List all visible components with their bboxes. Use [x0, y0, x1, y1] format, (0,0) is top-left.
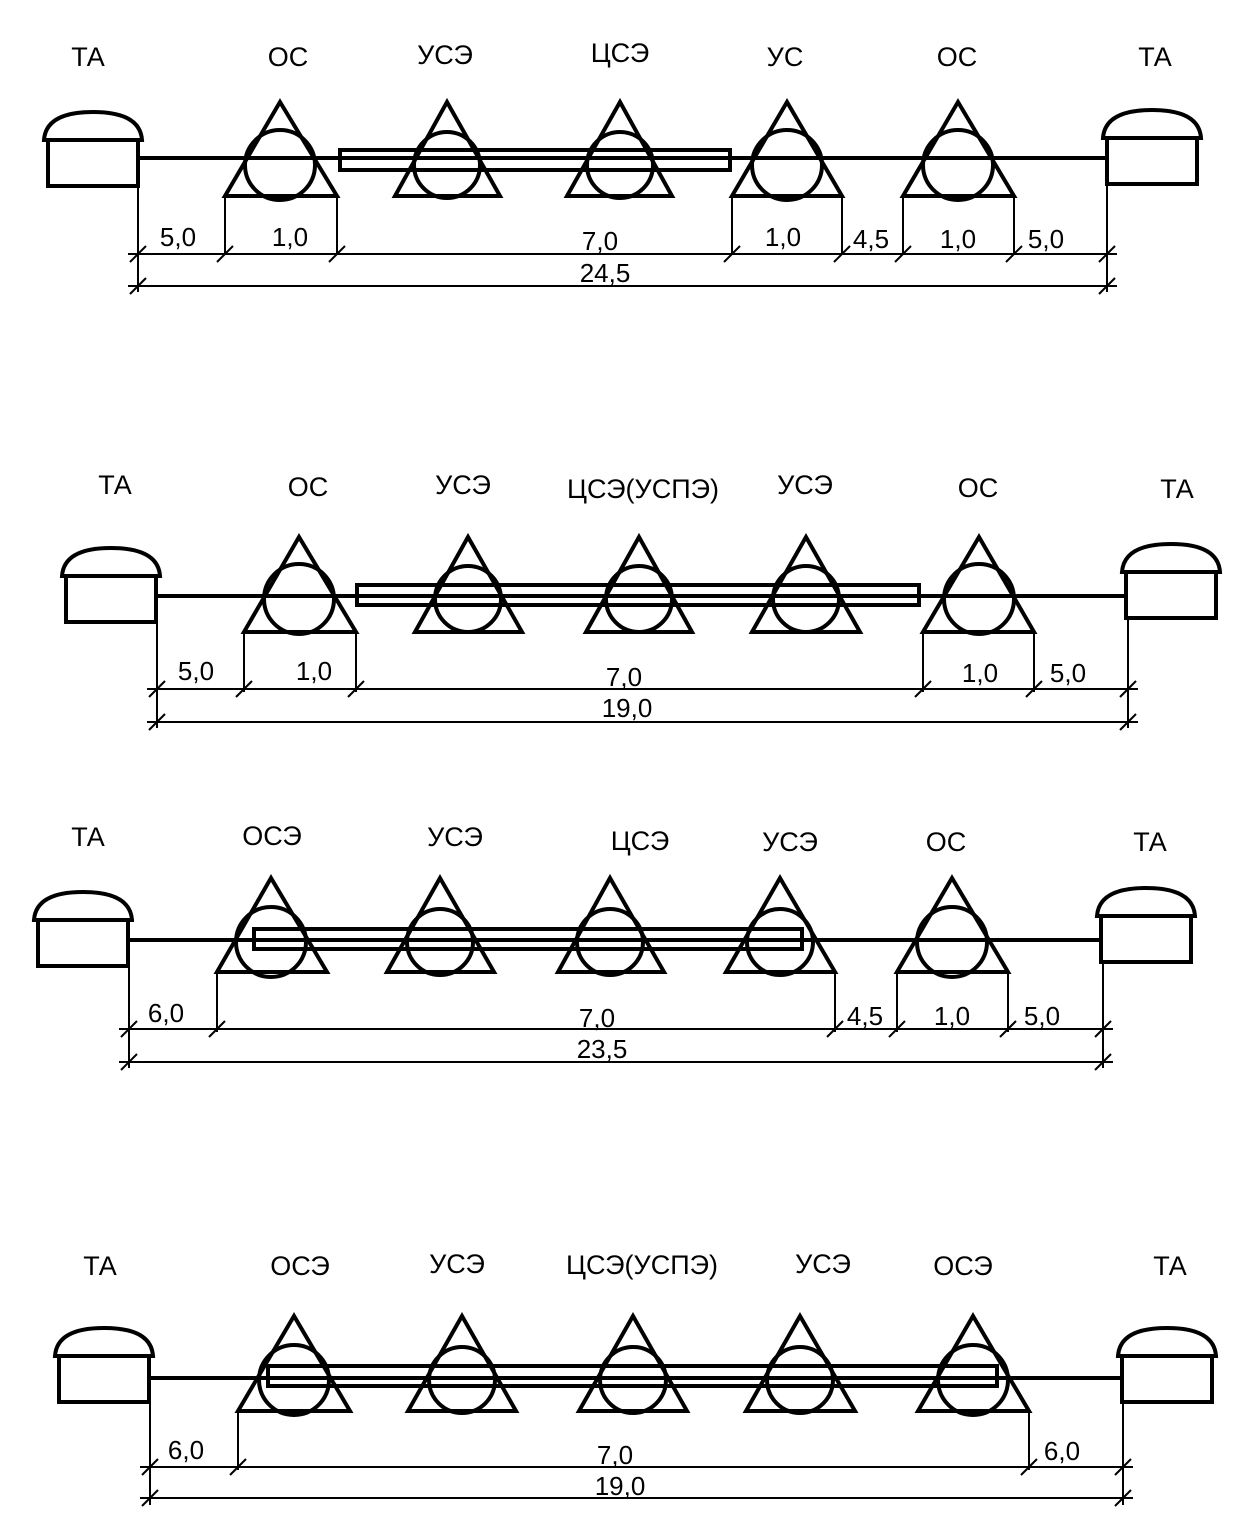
station-ose-right-icon — [914, 1312, 1033, 1417]
station-os-right-icon — [919, 533, 1038, 636]
diagram-4: ТА ОСЭ УСЭ ЦСЭ(УСПЭ) УСЭ ОСЭ ТА — [52, 1249, 1219, 1507]
station-use-right-icon — [722, 874, 839, 977]
spacing-1: 5,0 — [160, 222, 196, 252]
label-cse-uspe: ЦСЭ(УСПЭ) — [567, 474, 719, 504]
station-us-icon — [728, 98, 846, 202]
label-use: УСЭ — [427, 822, 483, 852]
spacing-4: 1,0 — [765, 222, 801, 252]
dimension-lines — [119, 962, 1113, 1071]
spacing-7: 5,0 — [1028, 224, 1064, 254]
terminal-apparatus-right-icon — [1115, 1325, 1219, 1404]
spacing-2: 7,0 — [579, 1003, 615, 1033]
spacing-3: 6,0 — [1044, 1436, 1080, 1466]
spacing-4: 1,0 — [962, 658, 998, 688]
label-ta-right: ТА — [1138, 42, 1172, 72]
terminal-apparatus-left-icon — [59, 545, 163, 624]
terminal-apparatus-left-icon — [31, 889, 135, 968]
station-use-icon — [404, 1311, 520, 1415]
terminal-apparatus-right-icon — [1100, 107, 1204, 186]
label-ta-right: ТА — [1153, 1251, 1187, 1281]
label-ta-left: ТА — [71, 822, 105, 852]
label-os: ОС — [268, 42, 309, 72]
spacing-1: 6,0 — [168, 1435, 204, 1465]
spacing-5: 4,5 — [853, 224, 889, 254]
label-ta-right: ТА — [1160, 474, 1194, 504]
total-length: 24,5 — [580, 258, 631, 288]
label-ta-left: ТА — [98, 470, 132, 500]
equipment-bar — [338, 148, 732, 172]
station-cse-icon — [554, 873, 668, 977]
label-use-right: УСЭ — [777, 470, 833, 500]
label-cse: ЦСЭ — [591, 38, 650, 68]
diagram-1: ТА ОС УСЭ ЦСЭ УС ОС ТА — [41, 38, 1204, 295]
spacing-6: 1,0 — [940, 224, 976, 254]
label-ta-left: ТА — [83, 1251, 117, 1281]
spacing-4: 1,0 — [934, 1001, 970, 1031]
label-us: УС — [767, 42, 804, 72]
spacing-5: 5,0 — [1050, 658, 1086, 688]
station-ose-icon — [234, 1312, 354, 1417]
label-use: УСЭ — [417, 40, 473, 70]
diagram-3: ТА ОСЭ УСЭ ЦСЭ УСЭ ОС ТА — [31, 821, 1198, 1071]
equipment-bar — [355, 583, 921, 607]
label-ta-right: ТА — [1133, 827, 1167, 857]
spacing-5: 5,0 — [1024, 1001, 1060, 1031]
label-use-right: УСЭ — [795, 1249, 851, 1279]
terminal-apparatus-right-icon — [1119, 541, 1223, 620]
station-os-icon — [893, 874, 1012, 979]
station-os-icon — [221, 98, 341, 202]
total-length: 19,0 — [602, 693, 653, 723]
station-use-icon — [383, 873, 498, 977]
dimension-lines — [140, 1402, 1133, 1507]
label-os: ОС — [288, 472, 329, 502]
station-ose-icon — [213, 874, 331, 979]
label-ose-right: ОСЭ — [933, 1251, 993, 1281]
terminal-apparatus-right-icon — [1094, 885, 1198, 964]
label-ose: ОСЭ — [242, 821, 302, 851]
equipment-bar — [266, 1364, 999, 1388]
spacing-2: 1,0 — [272, 222, 308, 252]
terminal-apparatus-left-icon — [41, 109, 145, 188]
spacing-2: 1,0 — [296, 656, 332, 686]
label-os-right: ОС — [958, 473, 999, 503]
spacing-3: 4,5 — [847, 1001, 883, 1031]
spacing-2: 7,0 — [597, 1440, 633, 1470]
dimension-lines — [128, 184, 1117, 295]
label-os: ОС — [926, 827, 967, 857]
spacing-1: 6,0 — [148, 998, 184, 1028]
station-use-right-icon — [742, 1311, 859, 1415]
label-use: УСЭ — [429, 1249, 485, 1279]
terminal-apparatus-left-icon — [52, 1325, 156, 1404]
station-os-right-icon — [899, 98, 1018, 202]
spacing-1: 5,0 — [178, 656, 214, 686]
total-length: 23,5 — [577, 1034, 628, 1064]
label-cse-uspe: ЦСЭ(УСПЭ) — [566, 1250, 718, 1280]
label-ta-left: ТА — [71, 42, 105, 72]
spacing-3: 7,0 — [582, 226, 618, 256]
spacing-3: 7,0 — [606, 662, 642, 692]
total-length: 19,0 — [595, 1471, 646, 1501]
diagram-2: ТА ОС УСЭ ЦСЭ(УСПЭ) УСЭ ОС ТА — [59, 470, 1223, 731]
station-cse-uspe-icon — [575, 1311, 691, 1415]
label-cse: ЦСЭ — [611, 826, 670, 856]
equipment-bar — [252, 927, 804, 951]
label-use-right: УСЭ — [762, 827, 818, 857]
label-ose: ОСЭ — [270, 1251, 330, 1281]
label-os-right: ОС — [937, 42, 978, 72]
label-use: УСЭ — [435, 470, 491, 500]
dimension-lines — [147, 618, 1138, 731]
station-os-icon — [240, 533, 360, 636]
